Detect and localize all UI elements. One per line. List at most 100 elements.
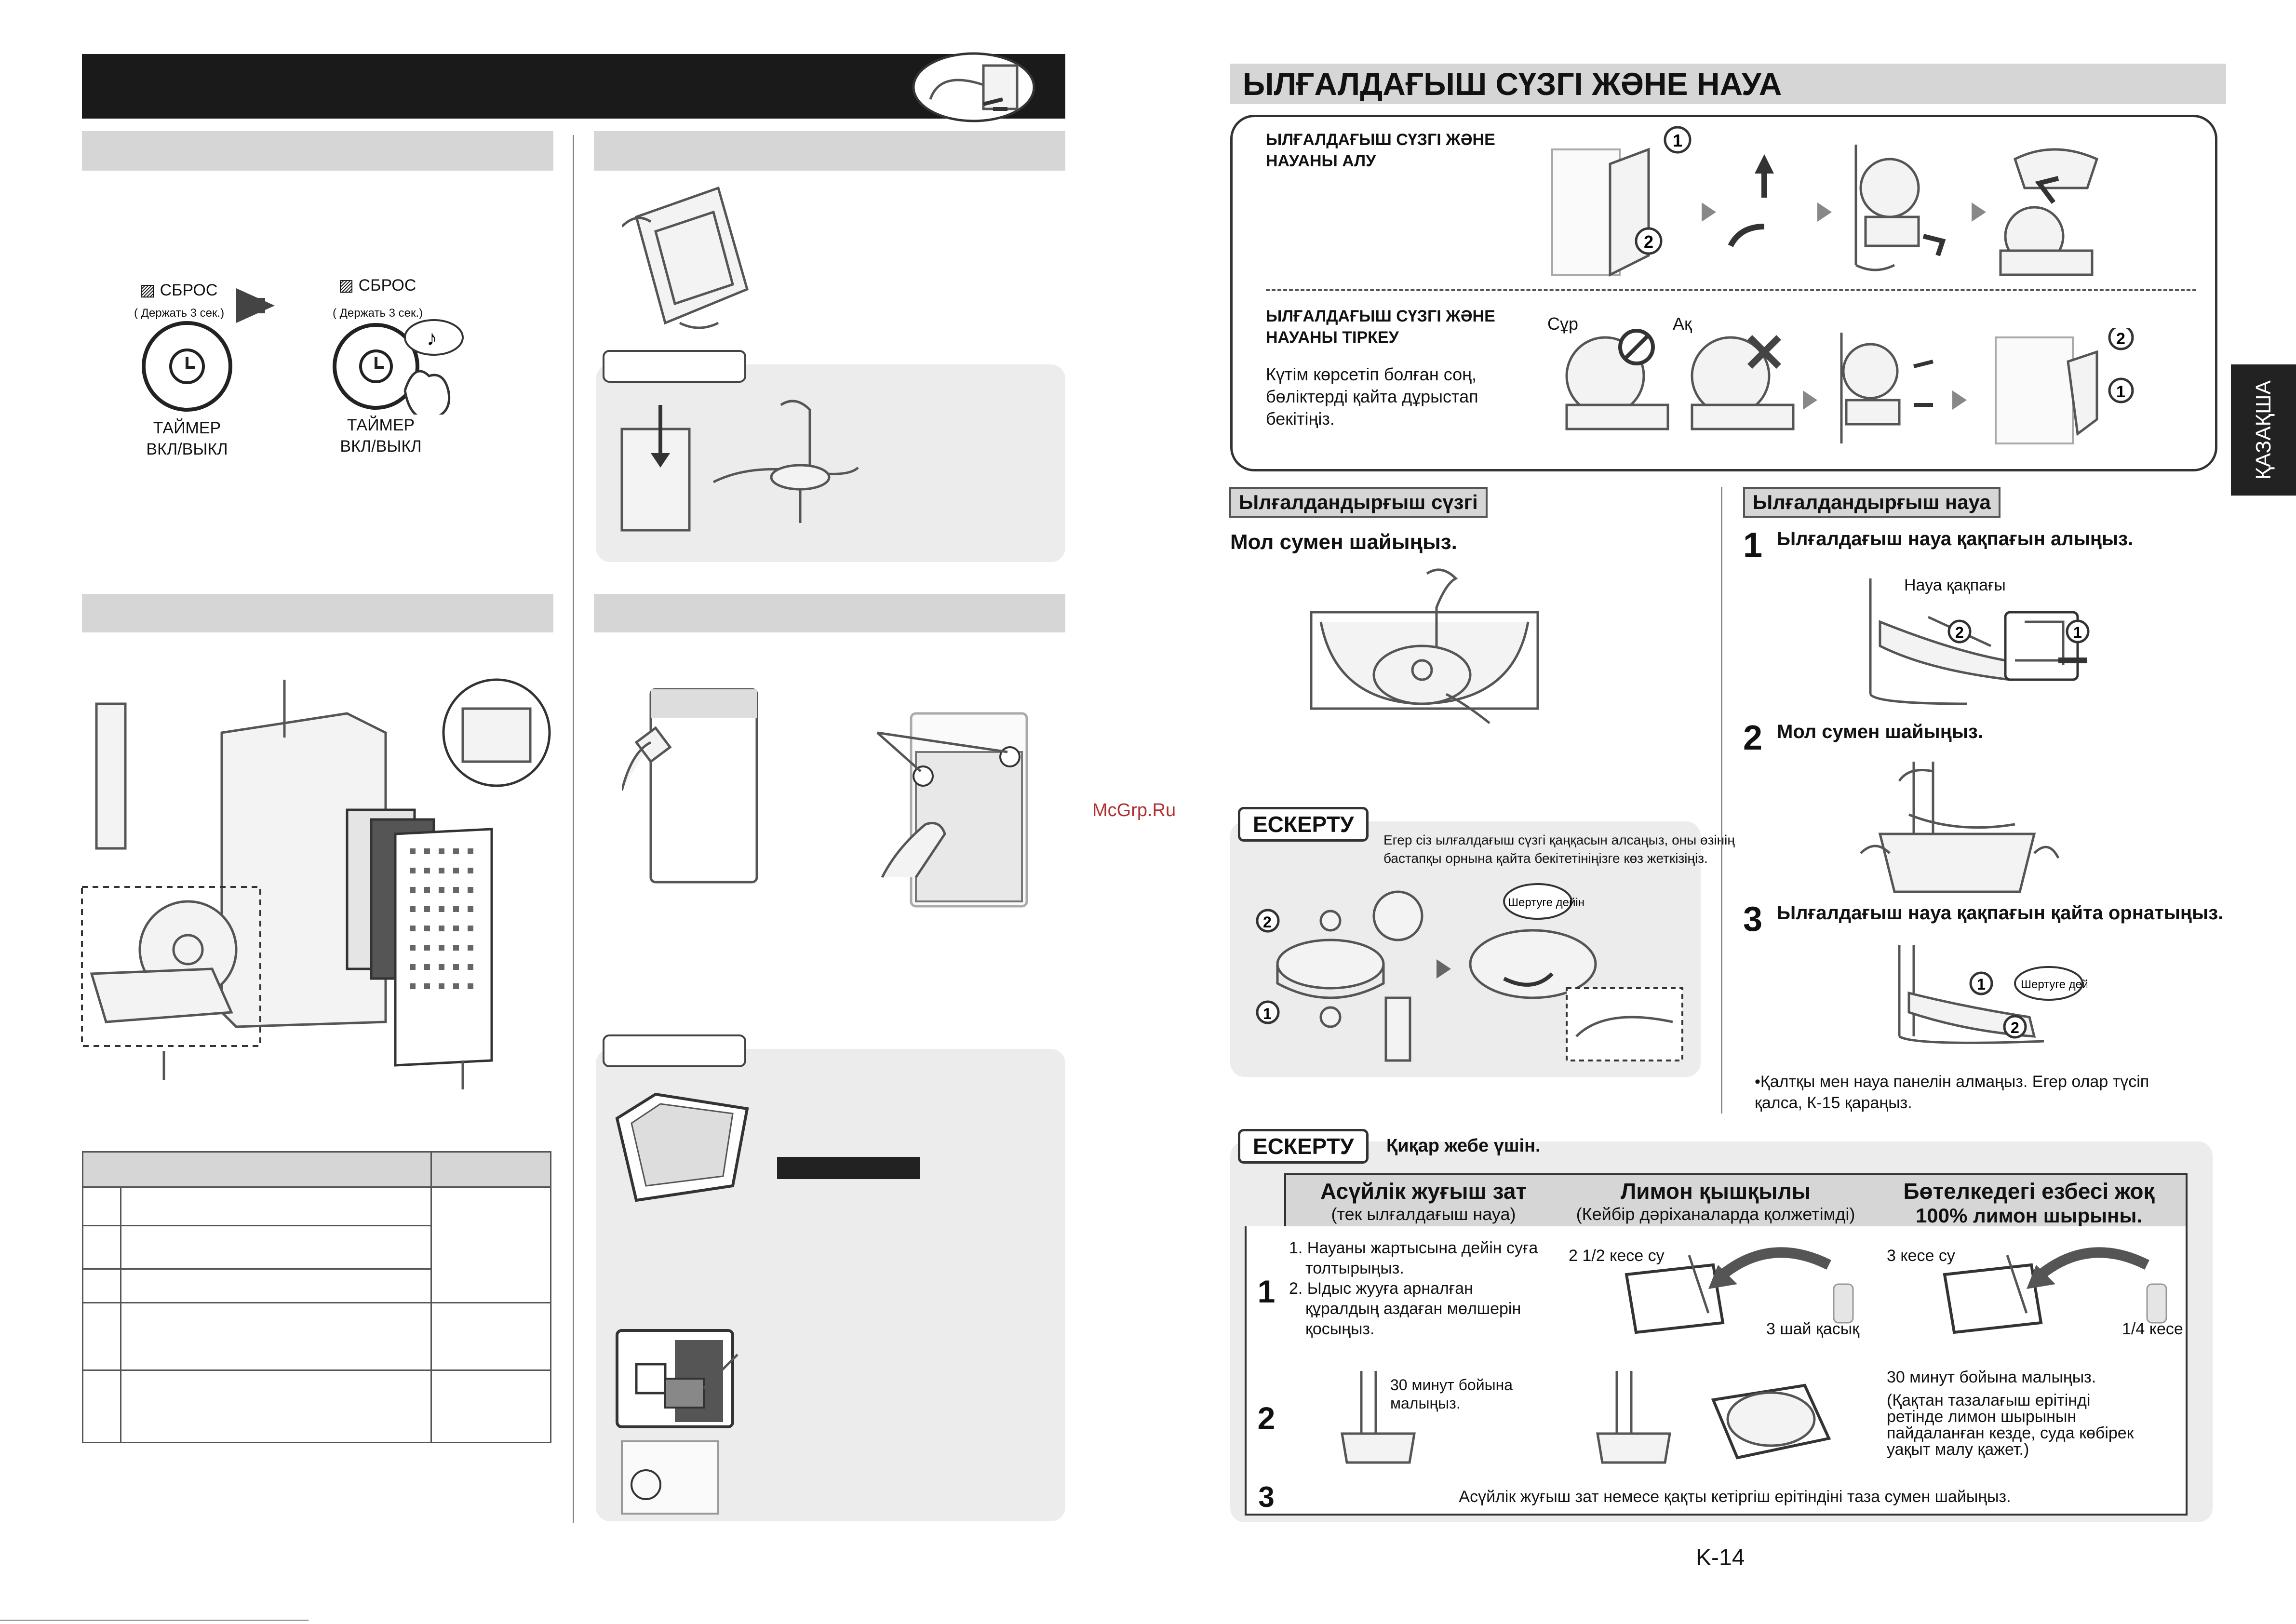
sensor-illustration <box>616 1329 738 1515</box>
removal-heading-1: ЫЛҒАЛДАҒЫШ СҮЗГІ ЖӘНЕ <box>1266 131 1495 149</box>
tray-step-2-text: Мол сумен шайыңыз. <box>1777 721 1984 742</box>
svg-text:♪: ♪ <box>427 326 437 350</box>
row2-c3-5: уақыт малу қажет.) <box>1887 1440 2029 1459</box>
tray-click-label: Шертуге дейін <box>2021 978 2087 991</box>
hold-label: ( Держать 3 сек.) <box>134 307 225 320</box>
attach-desc-1: Күтім көрсетіп болған соң, <box>1266 364 1477 384</box>
svg-text:2: 2 <box>1955 624 1964 641</box>
timer-label-2: ВКЛ/ВЫКЛ <box>146 440 228 458</box>
unit-parts-diagram <box>81 678 551 1089</box>
arrow-shaft <box>236 298 265 313</box>
side-tab-label: ҚАЗАҚША <box>2251 380 2275 480</box>
filter-rinse-illustration <box>620 400 859 532</box>
tray-step-3-illustration: 1 2 Шертуге дейін <box>1898 945 2087 1044</box>
svg-text:1: 1 <box>1673 131 1682 150</box>
warning1-text-1: Егер сіз ылғалдағыш сүзгі қаңқасын алсаң… <box>1383 832 1735 847</box>
tray-step-3-num: 3 <box>1743 900 1763 939</box>
left-section-header-1 <box>82 131 553 171</box>
watermark: McGrp.Ru <box>1092 800 1176 820</box>
white-label: Ақ <box>1673 314 1692 334</box>
row2-c3-2: (Қақтан тазалағыш ерітінді <box>1887 1391 2091 1409</box>
tray-cover-label: Науа қақпағы <box>1904 576 2006 594</box>
warning1-illustration: 2 1 Шертуге дейін <box>1256 883 1683 1062</box>
row1-num: 1 <box>1257 1274 1276 1309</box>
row1-c1-3: 2. Ыдыс жууға арналған <box>1289 1279 1473 1298</box>
reset-label: СБРОС <box>160 281 218 299</box>
timer-label-1: ТАЙМЕР <box>153 419 221 437</box>
col3-sub: 100% лимон шырыны. <box>1915 1204 2143 1227</box>
row2-num: 2 <box>1257 1400 1276 1436</box>
filter-frame-illustration <box>622 186 749 329</box>
row1-c1-1: 1. Науаны жартысына дейін суға <box>1289 1239 1538 1257</box>
removal-heading: ЫЛҒАЛДАҒЫШ СҮЗГІ ЖӘНЕ НАУАНЫ АЛУ <box>1266 129 1495 172</box>
row1-c1-5: қосыңыз. <box>1305 1320 1375 1338</box>
gray-label: Сұр <box>1547 314 1579 334</box>
warning1-tag: ЕСКЕРТУ <box>1238 807 1369 842</box>
left-tip-tag-1 <box>603 350 746 383</box>
prefilter-tray-illustration <box>615 1092 749 1202</box>
page-number: K-14 <box>1696 1545 1745 1570</box>
left-table <box>82 1151 551 1443</box>
row2-c1-2: малыңыз. <box>1390 1395 1461 1412</box>
col1-sub: (тек ылғалдағыш науа) <box>1331 1204 1516 1224</box>
timer-panel-before: ▨ СБРОС ( Держать 3 сек.) ТАЙМЕР ВКЛ/ВЫК… <box>121 275 246 458</box>
svg-text:2: 2 <box>2116 330 2125 348</box>
col3-title: Бөтелкедегі езбесі жоқ <box>1903 1179 2155 1204</box>
plug-illustration <box>912 52 1035 122</box>
row3-text: Асүйлік жуғыш зат немесе қақты кетіргіш … <box>1459 1487 2011 1506</box>
side-tab-kazakh: ҚАЗАҚША <box>2231 364 2296 496</box>
filter-rinse-sink-illustration <box>1310 568 1539 724</box>
descale-table: Асүйлік жуғыш зат (тек ылғалдағыш науа) … <box>1245 1173 2189 1516</box>
tray-step-1-num: 1 <box>1743 526 1763 564</box>
svg-text:1: 1 <box>1977 976 1986 993</box>
tray-step-2-illustration <box>1860 762 2060 893</box>
hold-label-2: ( Держать 3 сек.) <box>333 307 423 320</box>
timer-label-3: ТАЙМЕР <box>347 416 415 434</box>
front-panel-illustration <box>876 712 1028 908</box>
filter-instruction: Мол сумен шайыңыз. <box>1230 530 1457 554</box>
row2-c1-1: 30 минут бойына <box>1390 1376 1513 1394</box>
warning2-subtitle: Қиқар жебе үшін. <box>1386 1136 1541 1156</box>
left-section-header-2 <box>594 131 1065 171</box>
left-section-header-3 <box>82 594 553 632</box>
black-label-bar <box>777 1157 920 1179</box>
attach-desc-3: бекітіңіз. <box>1266 409 1335 429</box>
warning1-text: Егер сіз ылғалдағыш сүзгі қаңқасын алсаң… <box>1383 831 1735 868</box>
tray-step-3-text: Ылғалдағыш науа қақпағын қайта орнатыңыз… <box>1777 902 2224 924</box>
timer-label-4: ВКЛ/ВЫКЛ <box>340 437 422 456</box>
right-column-divider <box>1721 487 1722 1114</box>
page-title: ЫЛҒАЛДАҒЫШ СҮЗГІ ЖӘНЕ НАУА <box>1230 64 2226 104</box>
tray-step-2-num: 2 <box>1743 719 1763 757</box>
row3-num: 3 <box>1258 1480 1275 1513</box>
svg-text:2: 2 <box>1644 232 1653 252</box>
dashed-divider <box>1266 289 2196 291</box>
column-divider <box>573 135 574 1523</box>
left-section-header-4 <box>594 594 1065 632</box>
tray-section-tag: Ылғалдандырғыш науа <box>1743 487 2001 518</box>
timer-panel-after: ▨ СБРОС ( Держать 3 сек.) ♪ ТАЙМЕР ВКЛ/В… <box>328 270 472 456</box>
col1-title: Асүйлік жуғыш зат <box>1320 1179 1527 1204</box>
left-title-bar <box>82 54 1065 119</box>
row2-c3-1: 30 минут бойына малыңыз. <box>1887 1368 2096 1386</box>
tray-note: •Қалтқы мен науа панелін алмаңыз. Егер о… <box>1755 1071 2149 1114</box>
attach-desc-2: бөліктерді қайта дұрыстап <box>1266 387 1478 406</box>
row1-c1-4: құралдың аздаған мөлшерін <box>1305 1300 1521 1318</box>
row2-c3-3: ретінде лимон шырынын <box>1887 1408 2077 1426</box>
svg-text:2: 2 <box>1263 913 1272 931</box>
col2-sub: (Кейбір дәріханаларда қолжетімді) <box>1576 1204 1855 1224</box>
attach-steps-illustration: 2 1 <box>1565 328 2134 444</box>
wipe-unit-illustration <box>622 688 758 884</box>
row2-c3-4: пайдаланған кезде, суда көбірек <box>1887 1424 2134 1442</box>
svg-text:1: 1 <box>1263 1005 1272 1022</box>
row1-c3-water: 3 кесе су <box>1887 1247 1955 1265</box>
tray-note-2: қалса, К-15 қараңыз. <box>1755 1094 1912 1112</box>
removal-steps-illustration: 1 2 <box>1551 126 2099 277</box>
warning2-tag: ЕСКЕРТУ <box>1238 1129 1369 1164</box>
filter-section-tag: Ылғалдандырғыш сүзгі <box>1229 487 1488 518</box>
col2-title: Лимон қышқылы <box>1620 1179 1811 1204</box>
attach-heading-1: ЫЛҒАЛДАҒЫШ СҮЗГІ ЖӘНЕ <box>1266 307 1495 325</box>
warning1-text-2: бастапқы орнына қайта бекітетініңізге кө… <box>1383 851 1708 866</box>
svg-text:2: 2 <box>2011 1019 2019 1036</box>
attach-heading-2: НАУАНЫ ТІРКЕУ <box>1266 328 1399 347</box>
row1-c1-2: толтырыңыз. <box>1305 1259 1404 1277</box>
